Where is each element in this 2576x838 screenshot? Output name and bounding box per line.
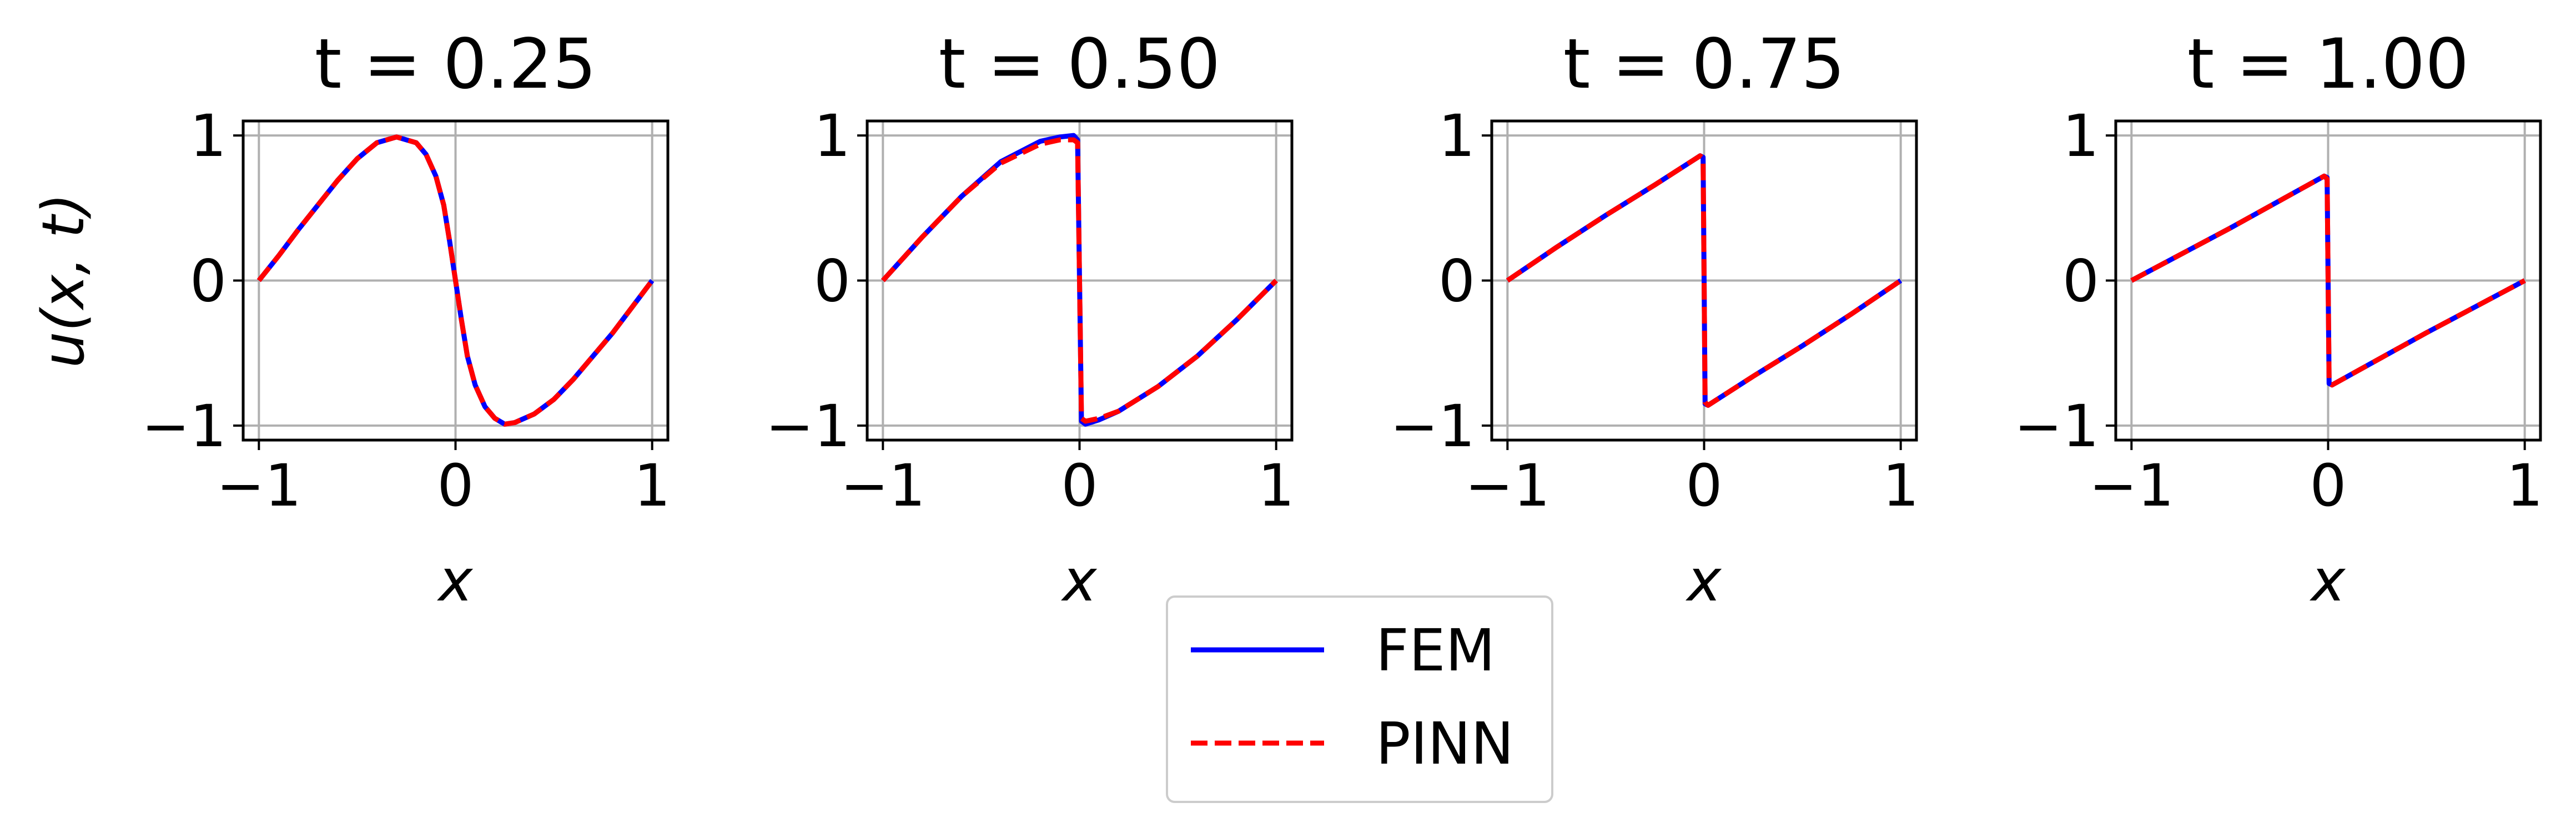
subplot-3: −1 0 1 −1 0 1 t = 0.75 x <box>1390 24 1919 614</box>
subplot-title: t = 0.50 <box>939 24 1220 104</box>
subplot-1: −1 0 1 −1 0 1 t = 0.25 x u(x, t) <box>29 24 671 614</box>
series-line-pinn <box>256 134 655 427</box>
y-tick-label: −1 <box>142 392 227 460</box>
subplot-title: t = 1.00 <box>2187 24 2469 104</box>
x-tick-label: −1 <box>841 452 925 519</box>
y-tick-label: −1 <box>2014 392 2099 460</box>
x-tick-label: 0 <box>2310 452 2346 519</box>
x-axis-label: x <box>437 547 474 614</box>
x-tick-label: 0 <box>1686 452 1722 519</box>
x-tick-label: 1 <box>2507 452 2543 519</box>
subplot-title: t = 0.75 <box>1563 24 1845 104</box>
series-line-pinn <box>2130 173 2526 388</box>
legend: FEM PINN <box>1166 595 1553 803</box>
legend-label-fem: FEM <box>1376 617 1495 684</box>
y-tick-label: 1 <box>814 102 851 170</box>
subplot-2: −1 0 1 −1 0 1 t = 0.50 x <box>766 24 1295 614</box>
x-axis-label: x <box>1686 547 1722 614</box>
x-tick-label: 0 <box>1061 452 1098 519</box>
y-tick-label: 1 <box>190 102 227 170</box>
x-tick-label: −1 <box>1465 452 1550 519</box>
x-tick-label: 1 <box>1258 452 1295 519</box>
y-tick-label: 1 <box>2062 102 2099 170</box>
y-tick-label: −1 <box>766 392 851 460</box>
subplot-4: −1 0 1 −1 0 1 t = 1.00 x <box>2014 24 2543 614</box>
y-tick-label: 0 <box>2062 248 2099 315</box>
y-tick-label: 0 <box>814 248 851 315</box>
y-tick-label: 0 <box>190 248 227 315</box>
series-line-pinn <box>881 137 1278 424</box>
y-tick-label: 1 <box>1438 102 1475 170</box>
legend-label-pinn: PINN <box>1376 710 1514 778</box>
y-tick-label: −1 <box>1390 392 1475 460</box>
x-tick-label: 1 <box>1883 452 1919 519</box>
x-tick-label: −1 <box>217 452 301 519</box>
x-tick-label: −1 <box>2089 452 2174 519</box>
x-tick-label: 0 <box>437 452 474 519</box>
subplot-title: t = 0.25 <box>315 24 596 104</box>
x-axis-label: x <box>1061 547 1098 614</box>
series-line-fem <box>1506 153 1903 408</box>
y-axis-label: u(x, t) <box>29 193 97 368</box>
x-tick-label: 1 <box>634 452 671 519</box>
x-axis-label: x <box>2310 547 2346 614</box>
y-tick-label: 0 <box>1438 248 1475 315</box>
